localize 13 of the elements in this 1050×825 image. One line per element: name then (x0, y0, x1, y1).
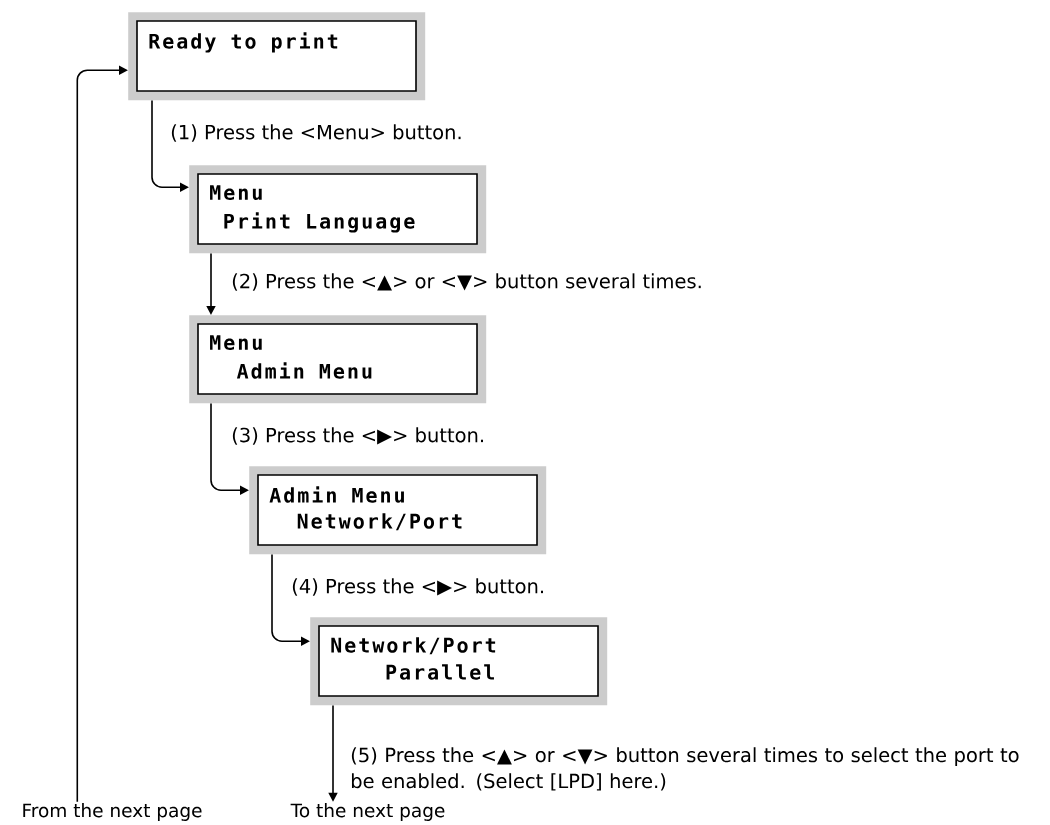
page-reference: From the next page (23, 803, 202, 821)
edge-label: (5) Press the <▲> or <▼> button several times to select the port to be enabled. (Select [LPD] here.) (351, 747, 1019, 791)
display-box: Ready to print (128, 12, 426, 101)
page-reference: To the next page (290, 803, 445, 821)
edge-label: (3) Press the <▶> button. (232, 427, 483, 445)
edge-label: (2) Press the <▲> or <▼> button several times. (232, 273, 701, 291)
edge-label: (4) Press the <▶> button. (292, 578, 543, 596)
display-box: Network/Port Parallel (310, 617, 608, 706)
display-box: Menu Print Language (189, 165, 487, 254)
display-box: Menu Admin Menu (189, 315, 487, 404)
arrow (206, 252, 216, 315)
display-box: Admin Menu Network/Port (249, 466, 547, 555)
edge-label: (1) Press the <Menu> button. (171, 124, 461, 142)
